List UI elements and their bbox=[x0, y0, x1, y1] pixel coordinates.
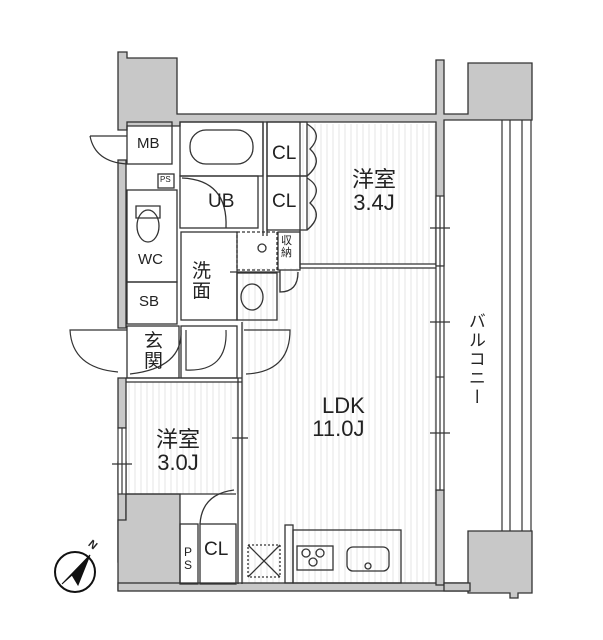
room-label-pipe-space-top: PS bbox=[160, 175, 171, 184]
room-label-entrance: 玄 関 bbox=[144, 331, 164, 372]
compass-icon bbox=[54, 551, 96, 593]
room-label-closet-3: CL bbox=[204, 539, 229, 560]
room-label-toilet: WC bbox=[138, 251, 163, 268]
interior-walls bbox=[126, 121, 436, 585]
room-label-western-1: 洋室 3.4J bbox=[352, 167, 397, 216]
room-label-storage: 収 納 bbox=[281, 235, 292, 259]
room-label-unit-bath: UB bbox=[208, 191, 235, 212]
balcony-railing bbox=[501, 120, 532, 531]
room-label-closet-1: CL bbox=[272, 143, 297, 164]
room-label-balcony: バルコニー bbox=[465, 312, 485, 407]
window-west bbox=[112, 427, 132, 495]
room-label-washroom: 洗 面 bbox=[192, 261, 212, 302]
room-label-closet-2: CL bbox=[272, 191, 297, 212]
room-label-western-2: 洋室 3.0J bbox=[156, 427, 201, 476]
structural-walls bbox=[117, 51, 533, 599]
room-label-shoe-box: SB bbox=[139, 293, 160, 310]
room-label-ldk: LDK 11.0J bbox=[312, 393, 365, 442]
floor-fills bbox=[126, 124, 436, 584]
doors bbox=[69, 135, 291, 375]
sliding-windows-east bbox=[430, 195, 450, 491]
room-label-meter-box: MB bbox=[137, 135, 160, 152]
room-label-pipe-space-bottom: P S bbox=[184, 545, 193, 572]
